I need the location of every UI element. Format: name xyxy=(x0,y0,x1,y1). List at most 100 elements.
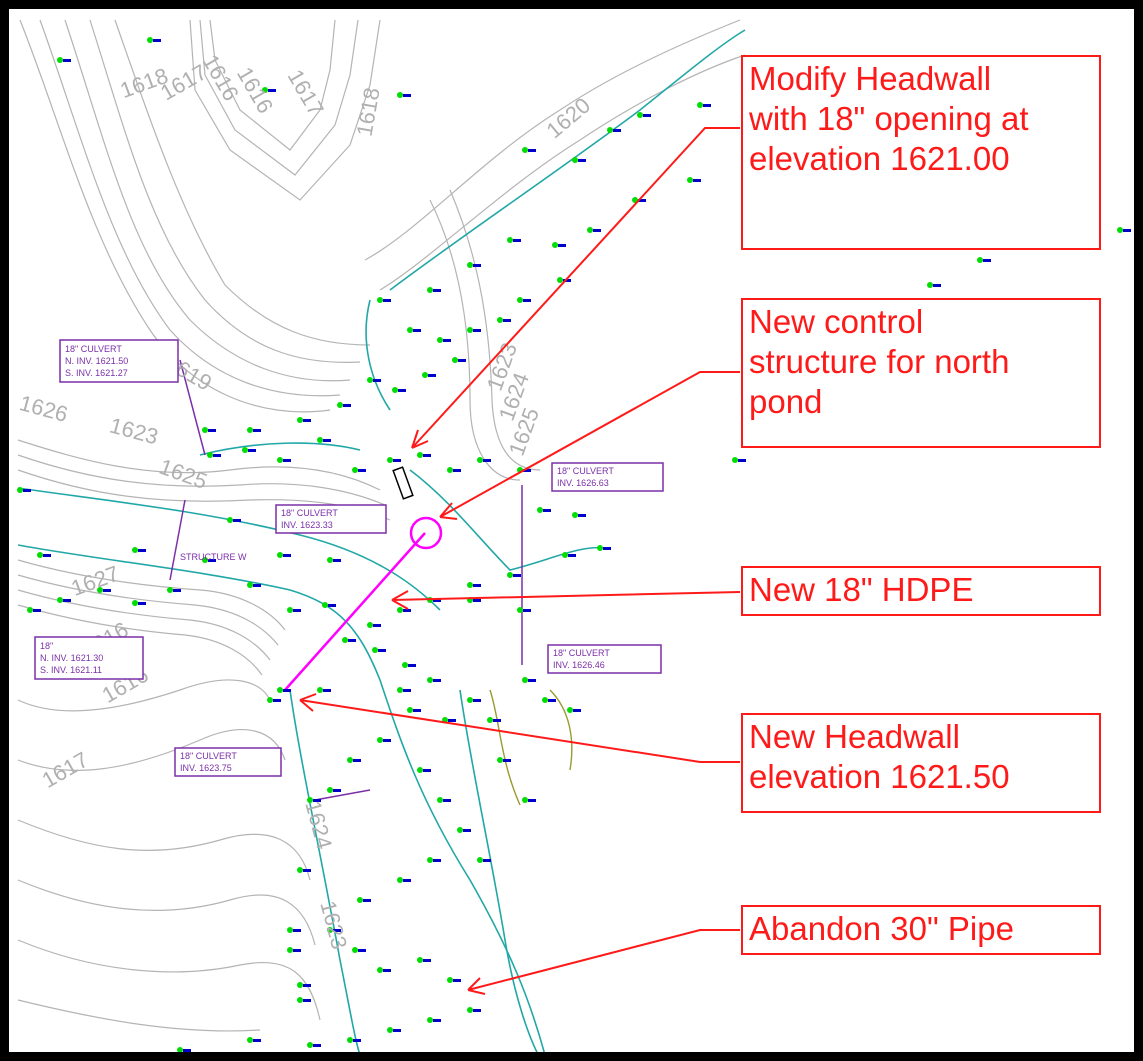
survey-point-tick xyxy=(528,679,536,682)
survey-point-tick xyxy=(603,547,611,550)
survey-point-tick xyxy=(393,1029,401,1032)
survey-point xyxy=(487,717,493,723)
culvert-label-line: INV. 1623.75 xyxy=(180,763,232,773)
survey-point xyxy=(352,467,358,473)
callout-line: Modify Headwall xyxy=(749,60,992,97)
contour-label: 1623 xyxy=(107,413,161,450)
culvert-label-1: 18" CULVERT N. INV. 1621.50 S. INV. 1621… xyxy=(59,339,179,383)
callout-new-headwall: New Headwall elevation 1621.50 xyxy=(741,713,1101,813)
survey-point xyxy=(277,687,283,693)
callout-line: elevation 1621.00 xyxy=(749,140,1010,177)
survey-point-tick xyxy=(303,999,311,1002)
survey-point-tick xyxy=(358,949,366,952)
survey-point xyxy=(352,947,358,953)
survey-point-tick xyxy=(403,609,411,612)
contour-label: 1625 xyxy=(156,454,211,494)
survey-point xyxy=(377,967,383,973)
survey-point xyxy=(407,327,413,333)
survey-point xyxy=(417,452,423,458)
survey-point-tick xyxy=(138,549,146,552)
survey-point xyxy=(597,545,603,551)
survey-point xyxy=(17,487,23,493)
survey-point xyxy=(267,697,273,703)
survey-point xyxy=(567,707,573,713)
survey-point xyxy=(507,237,513,243)
callout-line: pond xyxy=(749,383,823,420)
survey-point-tick xyxy=(328,604,336,607)
survey-point-tick xyxy=(363,899,371,902)
survey-point xyxy=(202,427,208,433)
survey-point-tick xyxy=(393,459,401,462)
survey-point xyxy=(467,327,473,333)
survey-point-tick xyxy=(593,229,601,232)
survey-point-tick xyxy=(568,554,576,557)
survey-point-tick xyxy=(423,959,431,962)
contour-label: 1626 xyxy=(17,390,71,427)
survey-point xyxy=(287,607,293,613)
survey-point xyxy=(297,417,303,423)
contour-label: 1617 xyxy=(283,65,329,120)
survey-point-tick xyxy=(423,454,431,457)
survey-point-tick xyxy=(268,89,276,92)
survey-point-tick xyxy=(558,244,566,247)
survey-point-tick xyxy=(473,329,481,332)
survey-point-tick xyxy=(563,279,571,282)
survey-point-tick xyxy=(448,719,456,722)
survey-point xyxy=(132,600,138,606)
survey-point-tick xyxy=(493,719,501,722)
survey-point xyxy=(537,507,543,513)
survey-point xyxy=(497,317,503,323)
survey-point-tick xyxy=(433,859,441,862)
survey-point-tick xyxy=(253,584,261,587)
survey-point-tick xyxy=(208,559,216,562)
survey-point-tick xyxy=(423,769,431,772)
survey-point xyxy=(207,452,213,458)
survey-point xyxy=(607,127,613,133)
survey-point-tick xyxy=(303,984,311,987)
survey-point-tick xyxy=(183,1049,191,1052)
survey-point-tick xyxy=(293,929,301,932)
survey-point xyxy=(572,157,578,163)
survey-point xyxy=(227,517,233,523)
survey-point-tick xyxy=(1123,229,1131,232)
survey-point xyxy=(1117,227,1123,233)
survey-point xyxy=(522,677,528,683)
survey-point-tick xyxy=(473,599,481,602)
survey-point-tick xyxy=(103,589,111,592)
survey-point xyxy=(317,687,323,693)
survey-point xyxy=(397,92,403,98)
survey-point-tick xyxy=(433,599,441,602)
contour-label: 1627 xyxy=(68,561,123,601)
survey-point-tick xyxy=(303,869,311,872)
survey-point-tick xyxy=(63,59,71,62)
survey-point xyxy=(507,572,513,578)
callout-line: elevation 1621.50 xyxy=(749,758,1010,795)
survey-point xyxy=(467,697,473,703)
survey-point-tick xyxy=(333,929,341,932)
culvert-label-line: INV. 1623.33 xyxy=(281,520,333,530)
survey-point xyxy=(557,277,563,283)
survey-point xyxy=(307,797,313,803)
survey-point xyxy=(467,1007,473,1013)
survey-point-tick xyxy=(248,449,256,452)
contour-label: 1618 xyxy=(352,86,385,139)
callout-abandon-pipe: Abandon 30" Pipe xyxy=(741,905,1101,955)
survey-point-tick xyxy=(403,689,411,692)
survey-point xyxy=(297,997,303,1003)
survey-point-tick xyxy=(213,454,221,457)
survey-point xyxy=(247,1037,253,1043)
survey-point xyxy=(977,257,983,263)
survey-point xyxy=(467,262,473,268)
survey-point-tick xyxy=(208,429,216,432)
survey-point-tick xyxy=(383,969,391,972)
survey-point-tick xyxy=(343,404,351,407)
survey-point-tick xyxy=(458,359,466,362)
callout-line: structure for north xyxy=(749,343,1010,380)
survey-point-tick xyxy=(513,574,521,577)
survey-point xyxy=(587,227,593,233)
survey-point-tick xyxy=(483,859,491,862)
survey-point xyxy=(697,102,703,108)
survey-point xyxy=(517,297,523,303)
survey-point-tick xyxy=(333,789,341,792)
